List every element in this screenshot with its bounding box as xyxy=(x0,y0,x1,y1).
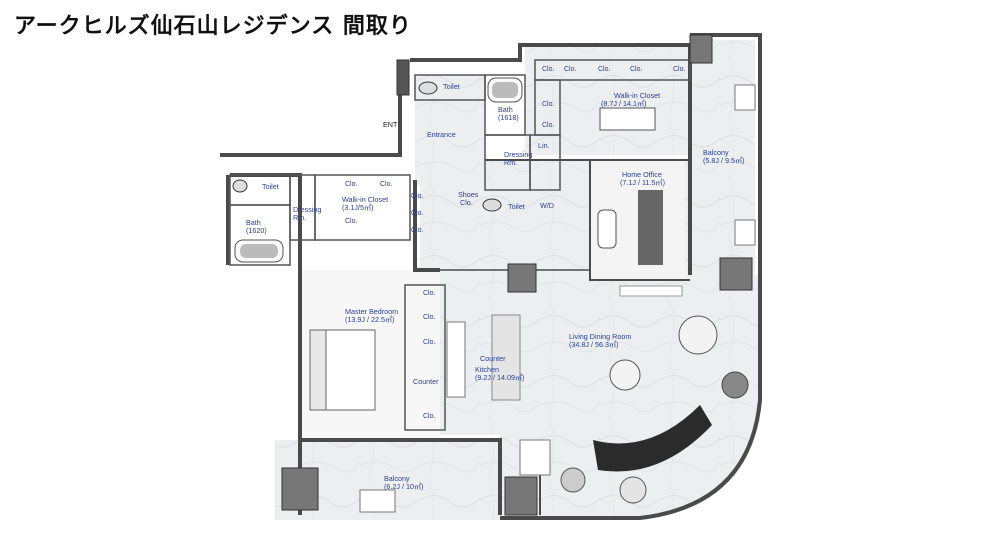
structural-columns xyxy=(281,34,753,516)
shoes-label-2: Clo. xyxy=(460,198,473,207)
balcony-bottom-name: Balcony xyxy=(384,474,410,483)
lin-label: Lin. xyxy=(538,141,550,150)
ent-label: ENT xyxy=(383,120,398,129)
bath-left-name: Bath xyxy=(246,218,261,227)
closet-label: Clo. xyxy=(542,122,555,129)
kitchen-size: (9.2J / 14.09㎡) xyxy=(475,373,525,382)
closet-label: Clo. xyxy=(564,66,577,73)
balcony-right-name: Balcony xyxy=(703,148,729,157)
counter-label-a: Counter xyxy=(480,354,506,363)
master-bedroom-size: (13.9J / 22.5㎡) xyxy=(345,315,395,324)
bath-top-size: (1618) xyxy=(498,113,519,122)
closet-label: Clo. xyxy=(423,314,436,321)
wic-top-name: Walk-in Closet xyxy=(614,91,660,100)
wic-left-size: (3.1J/5㎡) xyxy=(342,203,374,212)
balcony-bottom-size: (6.2J / 10㎡) xyxy=(384,482,424,491)
room-labels: Toilet Entrance ENT Bath (1618) Dressing… xyxy=(246,82,745,491)
closet-label: Clo. xyxy=(345,218,358,225)
closet-label: Clo. xyxy=(380,181,393,188)
inner-walls xyxy=(229,59,691,431)
closet-label: Clo. xyxy=(542,66,555,73)
entrance-label: Entrance xyxy=(427,130,456,139)
ldr-size: (34.8J / 56.3㎡) xyxy=(569,340,619,349)
closet-label: Clo. xyxy=(411,227,424,234)
home-office-size: (7.1J / 11.5㎡) xyxy=(620,178,665,187)
dressing-top-label-2: Rm. xyxy=(504,158,517,167)
toilet-mid-label: Toilet xyxy=(508,202,525,211)
wd-label: W/D xyxy=(540,201,554,210)
closet-label: Clo. xyxy=(411,210,424,217)
fixtures xyxy=(232,77,756,513)
closet-label: Clo. xyxy=(542,101,555,108)
balcony-right-size: (5.8J / 9.5㎡) xyxy=(703,156,745,165)
dressing-left-label-2: Rm. xyxy=(293,213,306,222)
bath-top-name: Bath xyxy=(498,105,513,114)
bath-left-size: (1620) xyxy=(246,226,267,235)
sofa xyxy=(593,405,712,472)
closet-label: Clo. xyxy=(630,66,643,73)
closet-label: Clo. xyxy=(598,66,611,73)
closet-label: Clo. xyxy=(423,290,436,297)
closet-label: Clo. xyxy=(345,181,358,188)
closet-label: Clo. xyxy=(673,66,686,73)
shoes-label-1: Shoes xyxy=(458,190,479,199)
wic-top-size: (8.7J / 14.1㎡) xyxy=(601,99,647,108)
dressing-top-label-1: Dressing xyxy=(504,150,532,159)
counter-label-b: Counter xyxy=(413,377,439,386)
ldr-name: Living Dining Room xyxy=(569,332,631,341)
page-title: アークヒルズ仙石山レジデンス 間取り xyxy=(14,13,412,39)
kitchen-name: Kitchen xyxy=(475,365,499,374)
toilet-top-label: Toilet xyxy=(443,82,460,91)
master-bedroom-name: Master Bedroom xyxy=(345,307,398,316)
closet-label: Clo. xyxy=(423,413,436,420)
closet-labels: Clo. Clo. Clo. Clo. Clo. Clo. Clo. Clo. … xyxy=(345,66,686,420)
toilet-left-label: Toilet xyxy=(262,182,279,191)
closet-label: Clo. xyxy=(423,339,436,346)
home-office-name: Home Office xyxy=(622,170,662,179)
dressing-left-label-1: Dressing xyxy=(293,205,321,214)
wic-left-name: Walk-in Closet xyxy=(342,195,388,204)
closet-label: Clo. xyxy=(411,193,424,200)
